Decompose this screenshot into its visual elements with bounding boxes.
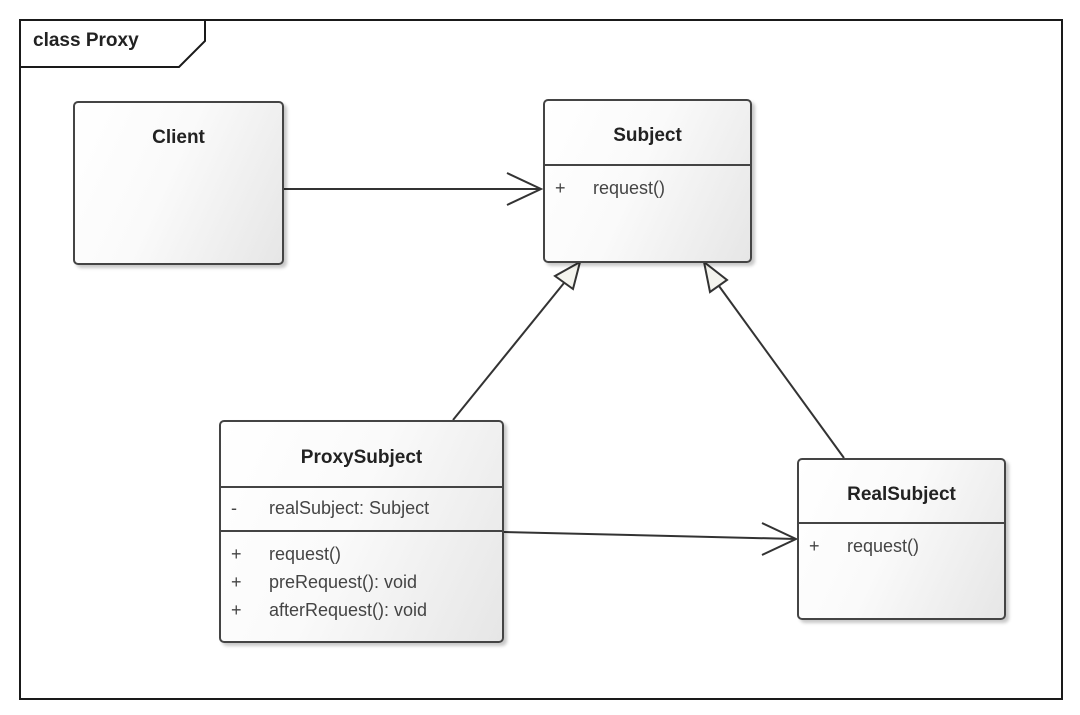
operations-compartment: + request() (545, 164, 750, 208)
attribute-item: - realSubject: Subject (221, 494, 502, 522)
attribute-signature: realSubject: Subject (269, 498, 430, 518)
operation-signature: request() (847, 536, 920, 556)
operation-item: + request() (799, 532, 1004, 560)
generalization-realsubject-subject (718, 285, 845, 459)
generalization-arrowhead-real (702, 259, 729, 294)
visibility-marker: - (231, 498, 237, 518)
class-name: Client (152, 127, 205, 148)
frame-tab (21, 21, 206, 68)
association-arrowhead-realsubject (761, 522, 799, 556)
operation-signature: preRequest(): void (269, 572, 418, 592)
visibility-marker: + (555, 178, 566, 198)
operations-compartment: + request() + preRequest(): void + after… (221, 530, 502, 630)
operations-compartment: + request() (799, 522, 1004, 566)
class-client[interactable]: Client (73, 101, 284, 265)
class-proxysubject[interactable]: ProxySubject - realSubject: Subject + re… (219, 420, 504, 643)
operation-item: + preRequest(): void (221, 568, 502, 596)
visibility-marker: + (809, 536, 820, 556)
operation-signature: request() (593, 178, 666, 198)
visibility-marker: + (231, 544, 242, 564)
operation-item: + request() (545, 174, 750, 202)
operation-signature: afterRequest(): void (269, 600, 428, 620)
class-name: RealSubject (847, 484, 956, 505)
operation-item: + request() (221, 540, 502, 568)
diagram-frame: class Proxy (19, 19, 1063, 700)
association-proxysubject-realsubject (503, 531, 797, 540)
class-subject[interactable]: Subject + request() (543, 99, 752, 263)
operation-item: + afterRequest(): void (221, 596, 502, 624)
visibility-marker: + (231, 600, 242, 620)
visibility-marker: + (231, 572, 242, 592)
operation-signature: request() (269, 544, 342, 564)
class-name: Subject (613, 125, 682, 146)
generalization-arrowhead-proxy (553, 259, 582, 291)
association-arrowhead-subject (506, 172, 544, 206)
generalization-proxysubject-subject (452, 282, 565, 421)
class-name: ProxySubject (300, 447, 423, 468)
frame-title: class Proxy (33, 30, 139, 51)
attributes-compartment: - realSubject: Subject (221, 486, 502, 530)
class-realsubject[interactable]: RealSubject + request() (797, 458, 1006, 620)
